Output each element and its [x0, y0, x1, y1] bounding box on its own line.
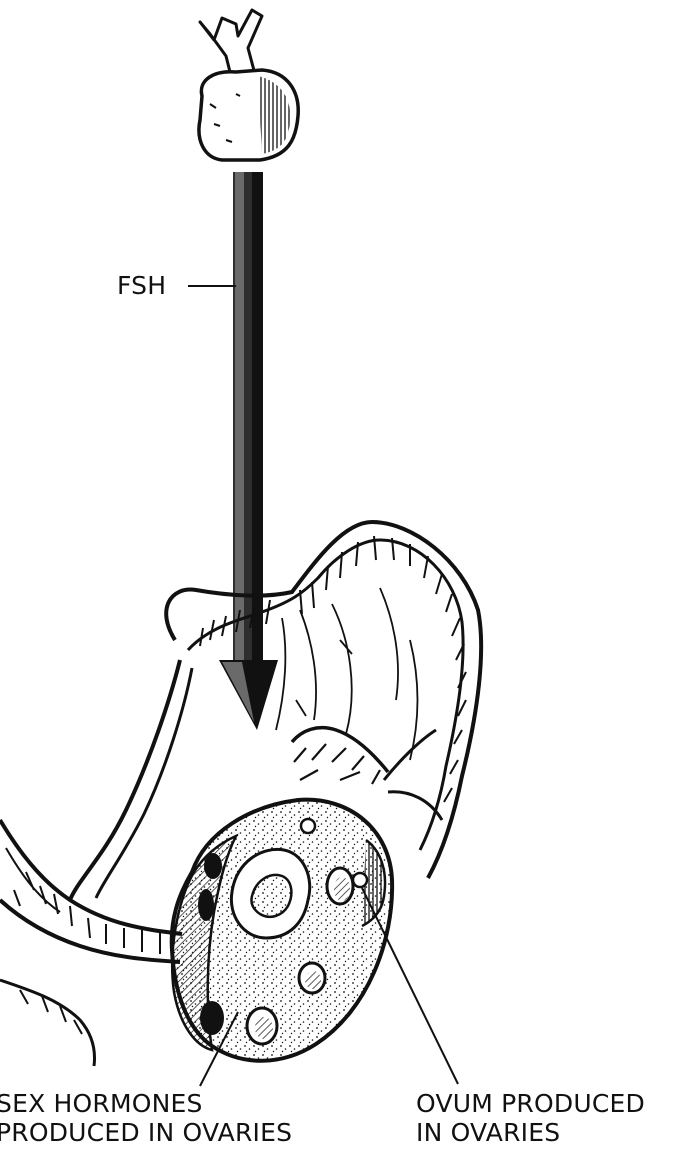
fsh-arrow: [219, 172, 278, 730]
fsh-label: FSH: [117, 271, 166, 300]
fallopian-tube: [0, 820, 182, 1066]
ovum: [353, 873, 367, 887]
ovum-label-line2: IN OVARIES: [416, 1118, 645, 1147]
sex-hormones-label: SEX HORMONES PRODUCED IN OVARIES: [0, 1089, 292, 1147]
ovum-label-line1: OVUM PRODUCED: [416, 1089, 645, 1118]
pituitary-gland: [199, 10, 298, 160]
ovum-leader-line: [362, 888, 458, 1084]
fsh-label-text: FSH: [117, 271, 166, 300]
ovum-label: OVUM PRODUCED IN OVARIES: [416, 1089, 645, 1147]
sex-hormones-label-line1: SEX HORMONES: [0, 1089, 292, 1118]
sex-hormones-label-line2: PRODUCED IN OVARIES: [0, 1118, 292, 1147]
